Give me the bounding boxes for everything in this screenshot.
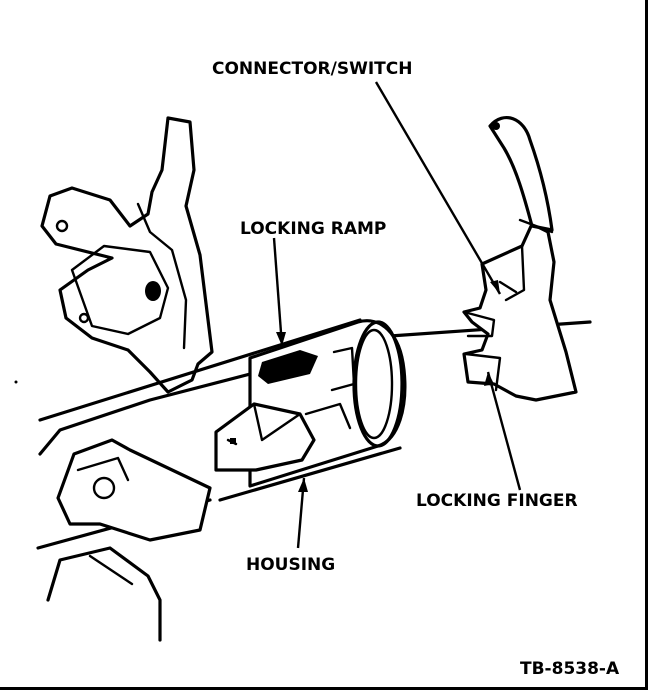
bracket-hole-small	[78, 312, 90, 324]
connector-switch	[462, 116, 578, 402]
bracket-assembly	[40, 116, 214, 394]
label-locking-finger: LOCKING FINGER	[416, 491, 578, 511]
label-housing: HOUSING	[246, 555, 335, 575]
linkage-hole	[92, 476, 116, 500]
bracket-hole	[55, 219, 69, 233]
arrowheads	[276, 280, 500, 492]
figure-code: TB-8538-A	[520, 659, 620, 679]
housing-lower-block	[214, 402, 316, 472]
locking-ramp	[258, 350, 318, 384]
scan-speck	[14, 380, 18, 384]
label-connector-switch: CONNECTOR/SWITCH	[212, 59, 412, 79]
bracket-hole-dark	[145, 281, 161, 301]
label-locking-ramp: LOCKING RAMP	[240, 219, 386, 239]
lower-linkage	[46, 438, 212, 642]
figure-frame	[0, 0, 648, 690]
